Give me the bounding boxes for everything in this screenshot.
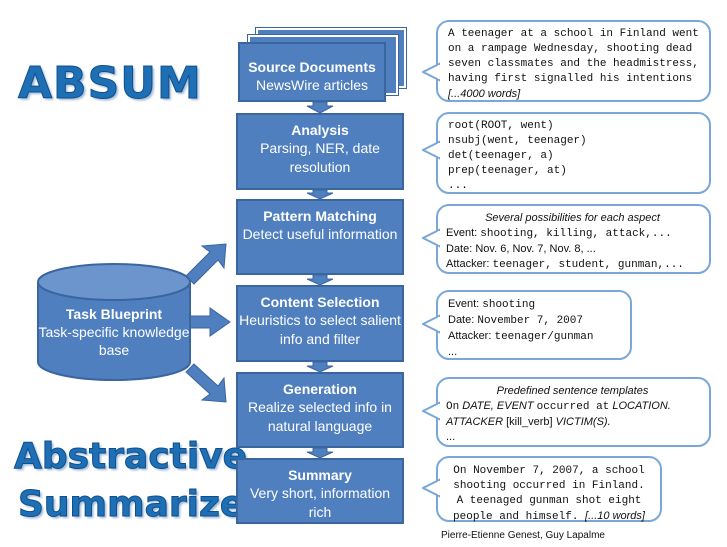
arrow-right-icon xyxy=(187,307,231,337)
content-attacker-label: Attacker: xyxy=(448,330,492,342)
analysis-line: nsubj(went, teenager) xyxy=(448,135,587,147)
summary-suffix: [...10 words] xyxy=(585,510,645,522)
gen-word: occurred at xyxy=(536,401,610,413)
blueprint-title: Task Blueprint xyxy=(65,306,163,322)
summary-text: On November 7, 2007, a school shooting o… xyxy=(453,465,645,523)
content-ellipsis: ... xyxy=(448,346,458,358)
step-body: NewsWire articles xyxy=(255,77,368,93)
pattern-event-value: shooting, killing, attack,... xyxy=(480,228,672,240)
analysis-line: det(teenager, a) xyxy=(448,150,554,162)
source-text: A teenager at a school in Finland went o… xyxy=(448,28,699,85)
step-body: Parsing, NER, date resolution xyxy=(260,140,380,175)
pattern-header: Several possibilities for each aspect xyxy=(485,212,660,224)
gen-slot-attacker: ATTACKER xyxy=(446,416,504,428)
gen-slot-location: LOCATION. xyxy=(612,400,671,412)
step-title: Content Selection xyxy=(260,294,380,310)
bubble-pattern-example: Several possibilities for each aspect Ev… xyxy=(422,204,711,274)
step-title: Summary xyxy=(288,467,352,483)
gen-slot-kill-verb: [kill_verb] xyxy=(506,416,553,428)
arrow-up-right-icon xyxy=(185,243,227,285)
step-content-selection: Content Selection Heuristics to select s… xyxy=(236,285,404,362)
step-source-documents: Source Documents NewsWire articles xyxy=(238,42,386,102)
bubble-analysis-example: root(ROOT, went) nsubj(went, teenager) d… xyxy=(422,112,711,194)
content-event-value: shooting xyxy=(482,299,536,311)
generation-header: Predefined sentence templates xyxy=(496,385,649,397)
step-body: Detect useful information xyxy=(242,226,398,242)
author-credit: Pierre-Etienne Genest, Guy Lapalme xyxy=(441,530,605,541)
task-blueprint-cylinder xyxy=(37,263,191,381)
source-suffix: [...4000 words] xyxy=(448,88,521,100)
analysis-line: prep(teenager, at) xyxy=(448,165,567,177)
analysis-line: ... xyxy=(448,180,468,192)
step-body: Heuristics to select salient info and fi… xyxy=(239,312,401,347)
step-title: Source Documents xyxy=(248,59,376,75)
task-blueprint-label: Task Blueprint Task-specific knowledge b… xyxy=(36,305,192,359)
analysis-line: root(ROOT, went) xyxy=(448,120,554,132)
step-body: Realize selected info in natural languag… xyxy=(248,399,392,434)
gen-slot-date: DATE, xyxy=(462,400,494,412)
absum-title: ABSUM xyxy=(18,58,202,110)
pattern-date-value: Nov. 6, Nov. 7, Nov. 8, ... xyxy=(475,243,596,255)
step-body: Very short, information rich xyxy=(249,485,391,520)
content-attacker-value: teenager/gunman xyxy=(494,331,594,343)
arrow-down-right-icon xyxy=(185,363,227,403)
subtitle-abstractive: Abstractive xyxy=(13,436,248,478)
bubble-content-example: Event: shooting Date: November 7, 2007 A… xyxy=(422,290,632,360)
bubble-summary-example: On November 7, 2007, a school shooting o… xyxy=(422,456,662,523)
content-date-value: November 7, 2007 xyxy=(477,315,583,327)
pattern-date-label: Date: xyxy=(446,243,473,255)
bubble-generation-example: Predefined sentence templates On DATE, E… xyxy=(422,377,711,447)
step-analysis: Analysis Parsing, NER, date resolution xyxy=(236,113,404,190)
blueprint-body: Task-specific knowledge base xyxy=(38,324,190,358)
step-title: Analysis xyxy=(291,122,349,138)
bubble-source-example: A teenager at a school in Finland went o… xyxy=(422,20,711,102)
content-date-label: Date: xyxy=(448,314,475,326)
content-event-label: Event: xyxy=(448,298,480,310)
pattern-attacker-value: teenager, student, gunman,... xyxy=(492,259,684,271)
step-generation: Generation Realize selected info in natu… xyxy=(236,372,404,448)
generation-ellipsis: ... xyxy=(446,431,456,443)
gen-word: On xyxy=(446,401,460,413)
gen-slot-victims: VICTIM(S). xyxy=(555,416,611,428)
step-pattern-matching: Pattern Matching Detect useful informati… xyxy=(236,199,404,275)
pattern-event-label: Event: xyxy=(446,227,478,239)
step-summary: Summary Very short, information rich xyxy=(236,458,404,524)
step-title: Generation xyxy=(283,381,357,397)
pattern-attacker-label: Attacker: xyxy=(446,258,490,270)
subtitle-summarizer: Summarizer xyxy=(17,484,263,526)
gen-slot-event: EVENT xyxy=(496,400,534,412)
step-title: Pattern Matching xyxy=(263,208,377,224)
